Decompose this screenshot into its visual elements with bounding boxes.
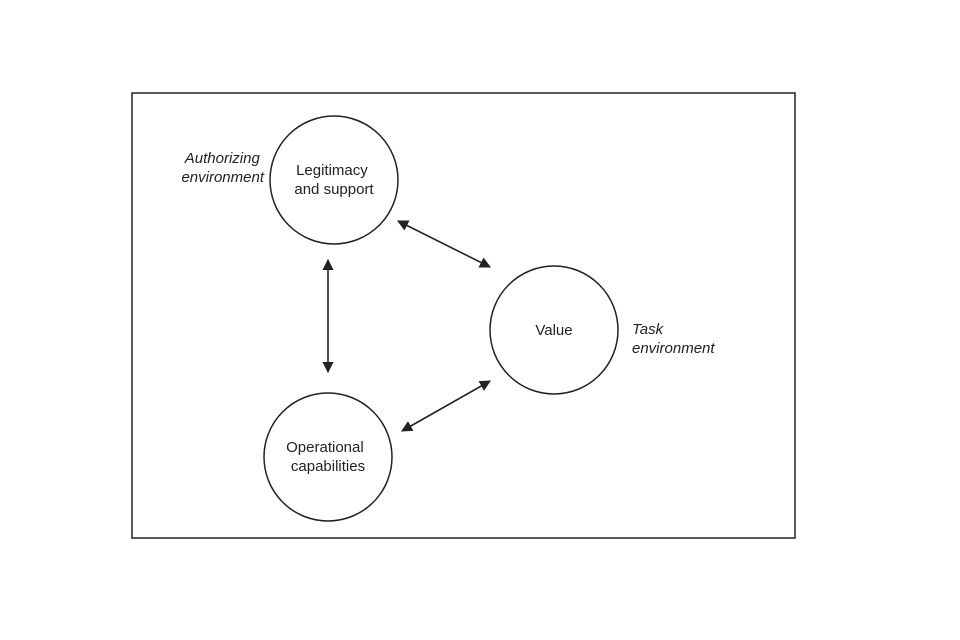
- arrow-operational-value: [401, 380, 491, 432]
- legitimacy-node: [269, 115, 399, 245]
- legitimacy-label: Legitimacy and support: [294, 162, 374, 198]
- value-label: Value: [535, 322, 572, 339]
- authorizing-environment-label: Authorizing environment: [181, 150, 264, 186]
- authorizing-label-line2: environment: [181, 169, 264, 186]
- diagram-frame: [131, 92, 796, 539]
- operational-label-line2: capabilities: [291, 458, 365, 475]
- legitimacy-label-line1: Legitimacy: [296, 162, 368, 179]
- operational-label: Operational capabilities: [286, 439, 368, 475]
- task-label-line2: environment: [632, 340, 715, 357]
- operational-node: [263, 392, 393, 522]
- task-environment-label: Task environment: [632, 321, 715, 357]
- operational-label-line1: Operational: [286, 439, 364, 456]
- authorizing-label-line1: Authorizing: [184, 150, 261, 167]
- legitimacy-label-line2: and support: [294, 181, 374, 198]
- value-node: [489, 265, 619, 395]
- task-label-line1: Task: [632, 321, 665, 338]
- arrow-legitimacy-value: [396, 220, 492, 268]
